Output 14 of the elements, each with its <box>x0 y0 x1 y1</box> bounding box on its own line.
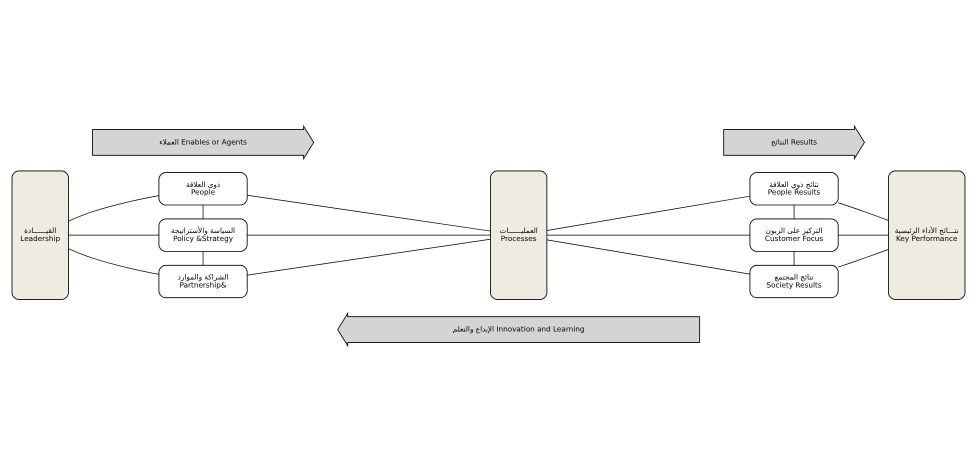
connector <box>838 234 889 236</box>
connector <box>546 240 750 275</box>
connector <box>68 195 160 222</box>
connector <box>246 238 491 276</box>
connector <box>202 204 204 220</box>
connector <box>68 234 160 236</box>
connector <box>246 194 491 232</box>
connector <box>838 249 889 268</box>
connector <box>68 248 160 275</box>
connector <box>202 251 204 266</box>
connector <box>246 234 491 236</box>
connector <box>546 234 750 236</box>
connector <box>838 202 889 221</box>
connector <box>546 196 750 231</box>
